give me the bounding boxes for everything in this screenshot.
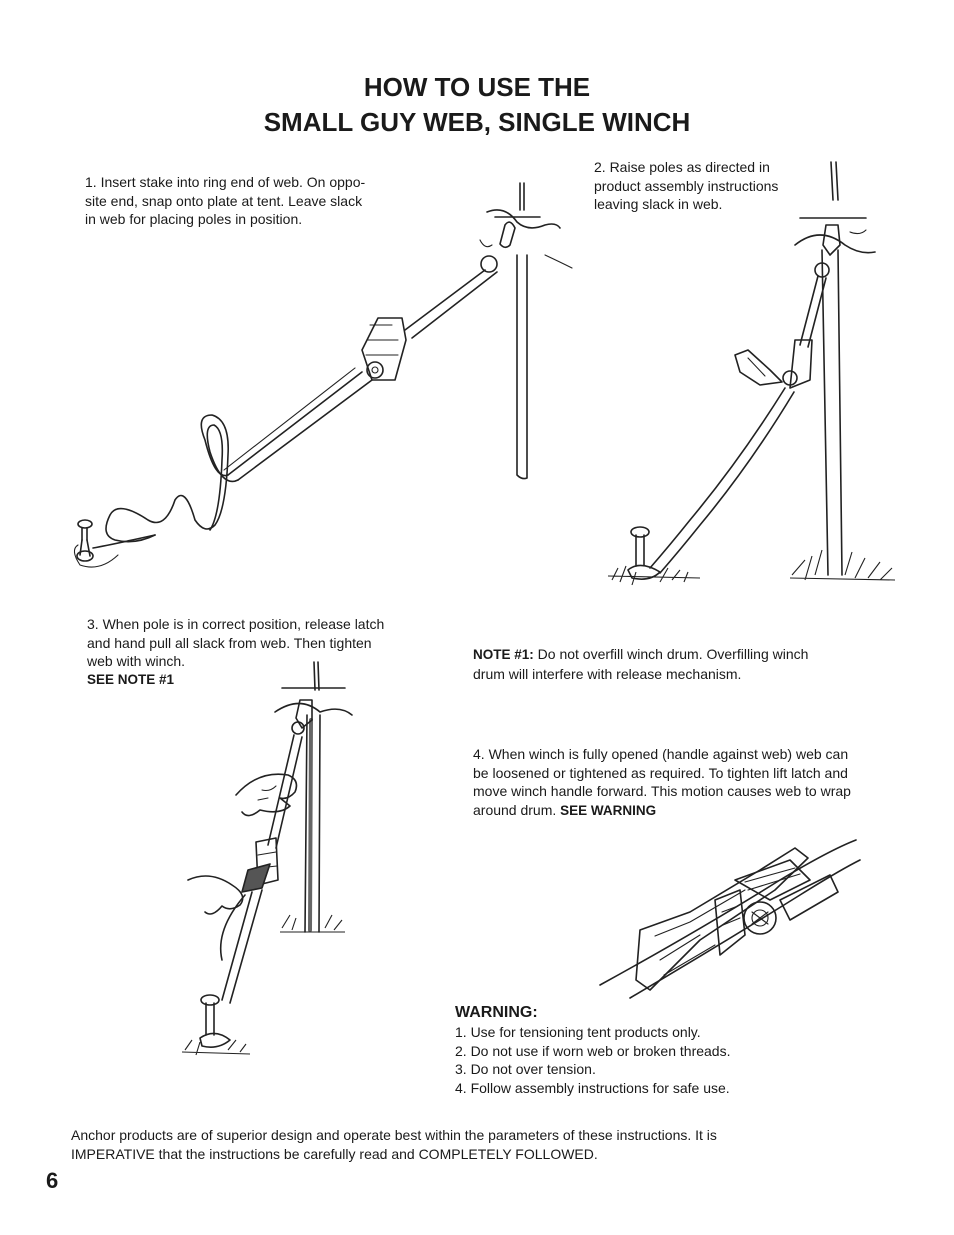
warning-item: 1. Use for tensioning tent products only… xyxy=(455,1024,701,1040)
note-1-label: NOTE #1: xyxy=(473,647,534,662)
step-2-line-2: product assembly instructions xyxy=(594,177,779,194)
warning-item: 4. Follow assembly instructions for safe… xyxy=(455,1079,730,1096)
see-warning-reference: SEE WARNING xyxy=(560,802,657,818)
warning-block: WARNING: 1. Use for tensioning tent prod… xyxy=(455,1003,730,1097)
page-title: HOW TO USE THE SMALL GUY WEB, SINGLE WIN… xyxy=(0,70,954,140)
step-3-line-1: 3. When pole is in correct position, rel… xyxy=(87,616,385,632)
warning-item: 3. Do not over tension. xyxy=(455,1061,596,1077)
see-note-1-reference: SEE NOTE #1 xyxy=(87,671,175,687)
footer-line-1: Anchor products are of superior design a… xyxy=(71,1127,717,1143)
footer-disclaimer: Anchor products are of superior design a… xyxy=(71,1126,717,1163)
warning-item: 2. Do not use if worn web or broken thre… xyxy=(455,1042,731,1059)
step-4-line-1: 4. When winch is fully opened (handle ag… xyxy=(473,746,849,762)
step-1-line-1: 1. Insert stake into ring end of web. On… xyxy=(85,174,366,190)
note-1: NOTE #1: Do not overfill winch drum. Ove… xyxy=(473,645,808,683)
page-title-line-2: SMALL GUY WEB, SINGLE WINCH xyxy=(263,107,691,137)
step-3-instructions: 3. When pole is in correct position, rel… xyxy=(87,615,384,689)
page-title-line-1: HOW TO USE THE xyxy=(363,72,591,102)
step-1-instructions: 1. Insert stake into ring end of web. On… xyxy=(85,173,365,229)
step-2-line-1: 2. Raise poles as directed in xyxy=(594,159,770,175)
step-3-line-2: and hand pull all slack from web. Then t… xyxy=(87,634,372,651)
step-4-line-4: around drum. xyxy=(473,801,561,818)
step-4-line-2: be loosened or tightened as required. To… xyxy=(473,764,848,781)
step-3-line-3: web with winch. xyxy=(87,653,186,669)
page-number: 6 xyxy=(46,1168,59,1193)
step-1-line-2: site end, snap onto plate at tent. Leave… xyxy=(85,192,363,209)
footer-line-2: IMPERATIVE that the instructions be care… xyxy=(71,1145,598,1162)
step-2-line-3: leaving slack in web. xyxy=(594,196,723,212)
note-1-line-2: drum will interfere with release mechani… xyxy=(473,665,742,682)
step-2-instructions: 2. Raise poles as directed in product as… xyxy=(594,158,778,214)
step-4-instructions: 4. When winch is fully opened (handle ag… xyxy=(473,745,851,820)
step-1-line-3: in web for placing poles in position. xyxy=(85,211,303,227)
note-1-line-1: Do not overfill winch drum. Overfilling … xyxy=(533,646,809,662)
warning-heading: WARNING: xyxy=(455,1004,538,1021)
step-4-line-3: move winch handle forward. This motion c… xyxy=(473,783,851,799)
